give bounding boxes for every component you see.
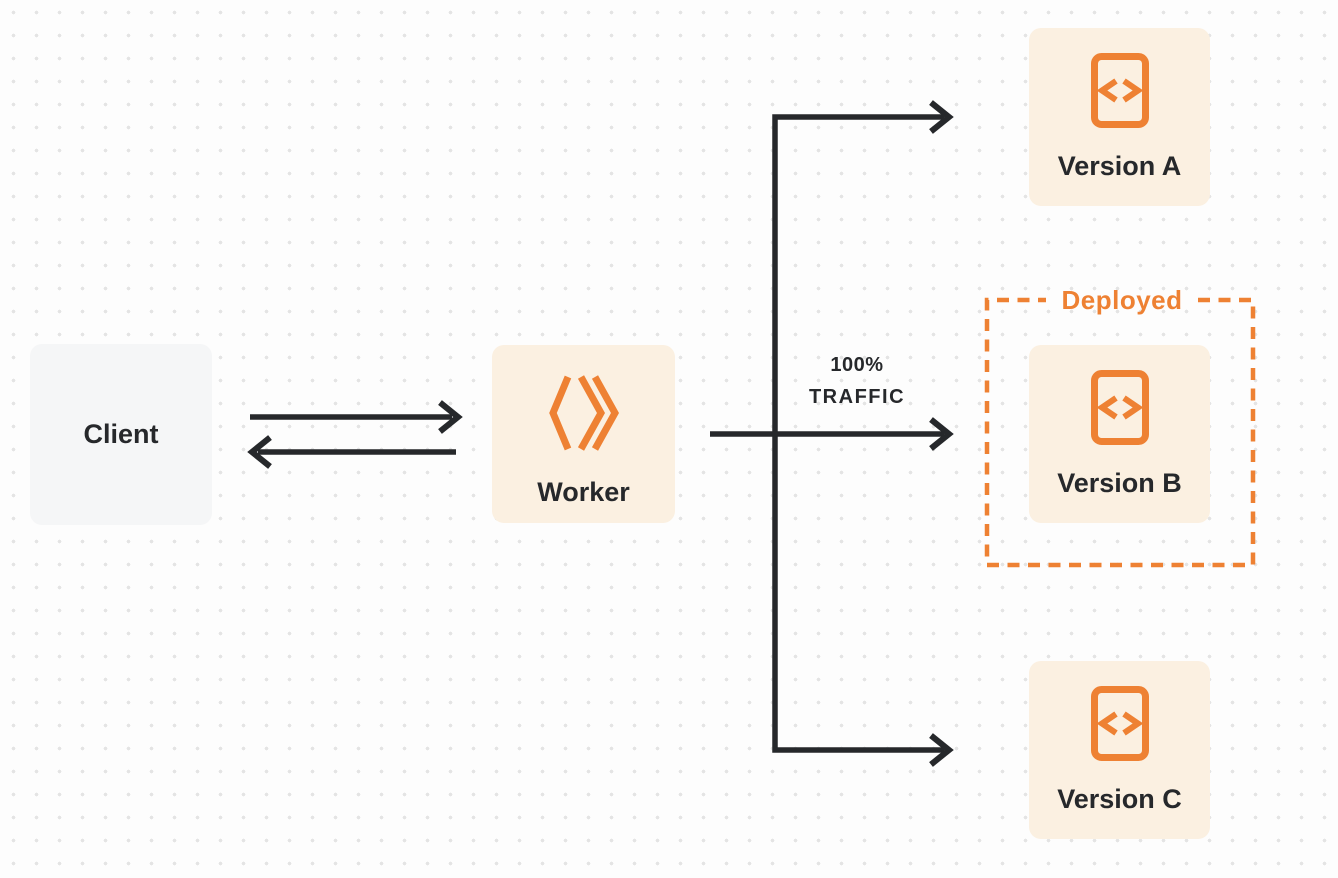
arrow-to-version-b bbox=[710, 417, 954, 451]
client-label: Client bbox=[83, 418, 159, 449]
client-node: Client bbox=[30, 344, 212, 525]
traffic-label: 100% TRAFFIC bbox=[782, 349, 932, 413]
worker-to-client-arrow bbox=[247, 435, 456, 469]
traffic-percent: 100% bbox=[830, 354, 884, 376]
version-c-node: Version C bbox=[1029, 661, 1210, 839]
version-b-label: Version B bbox=[1057, 468, 1182, 498]
traffic-split-trunk bbox=[772, 114, 944, 753]
arrow-to-version-c bbox=[929, 733, 954, 767]
code-file-icon bbox=[1090, 686, 1149, 761]
client-to-worker-arrow bbox=[250, 400, 463, 434]
code-file-icon bbox=[1090, 370, 1149, 445]
traffic-word: TRAFFIC bbox=[808, 386, 906, 408]
version-a-label: Version A bbox=[1057, 151, 1182, 181]
worker-node: Worker bbox=[492, 345, 675, 523]
arrow-to-version-a bbox=[929, 100, 954, 134]
version-c-label: Version C bbox=[1057, 784, 1182, 814]
version-a-node: Version A bbox=[1029, 28, 1210, 206]
workers-logo-icon bbox=[548, 373, 619, 453]
worker-label: Worker bbox=[537, 477, 630, 507]
version-b-node: Version B bbox=[1029, 345, 1210, 523]
deployed-label: Deployed bbox=[1061, 284, 1183, 315]
code-file-icon bbox=[1090, 53, 1149, 128]
